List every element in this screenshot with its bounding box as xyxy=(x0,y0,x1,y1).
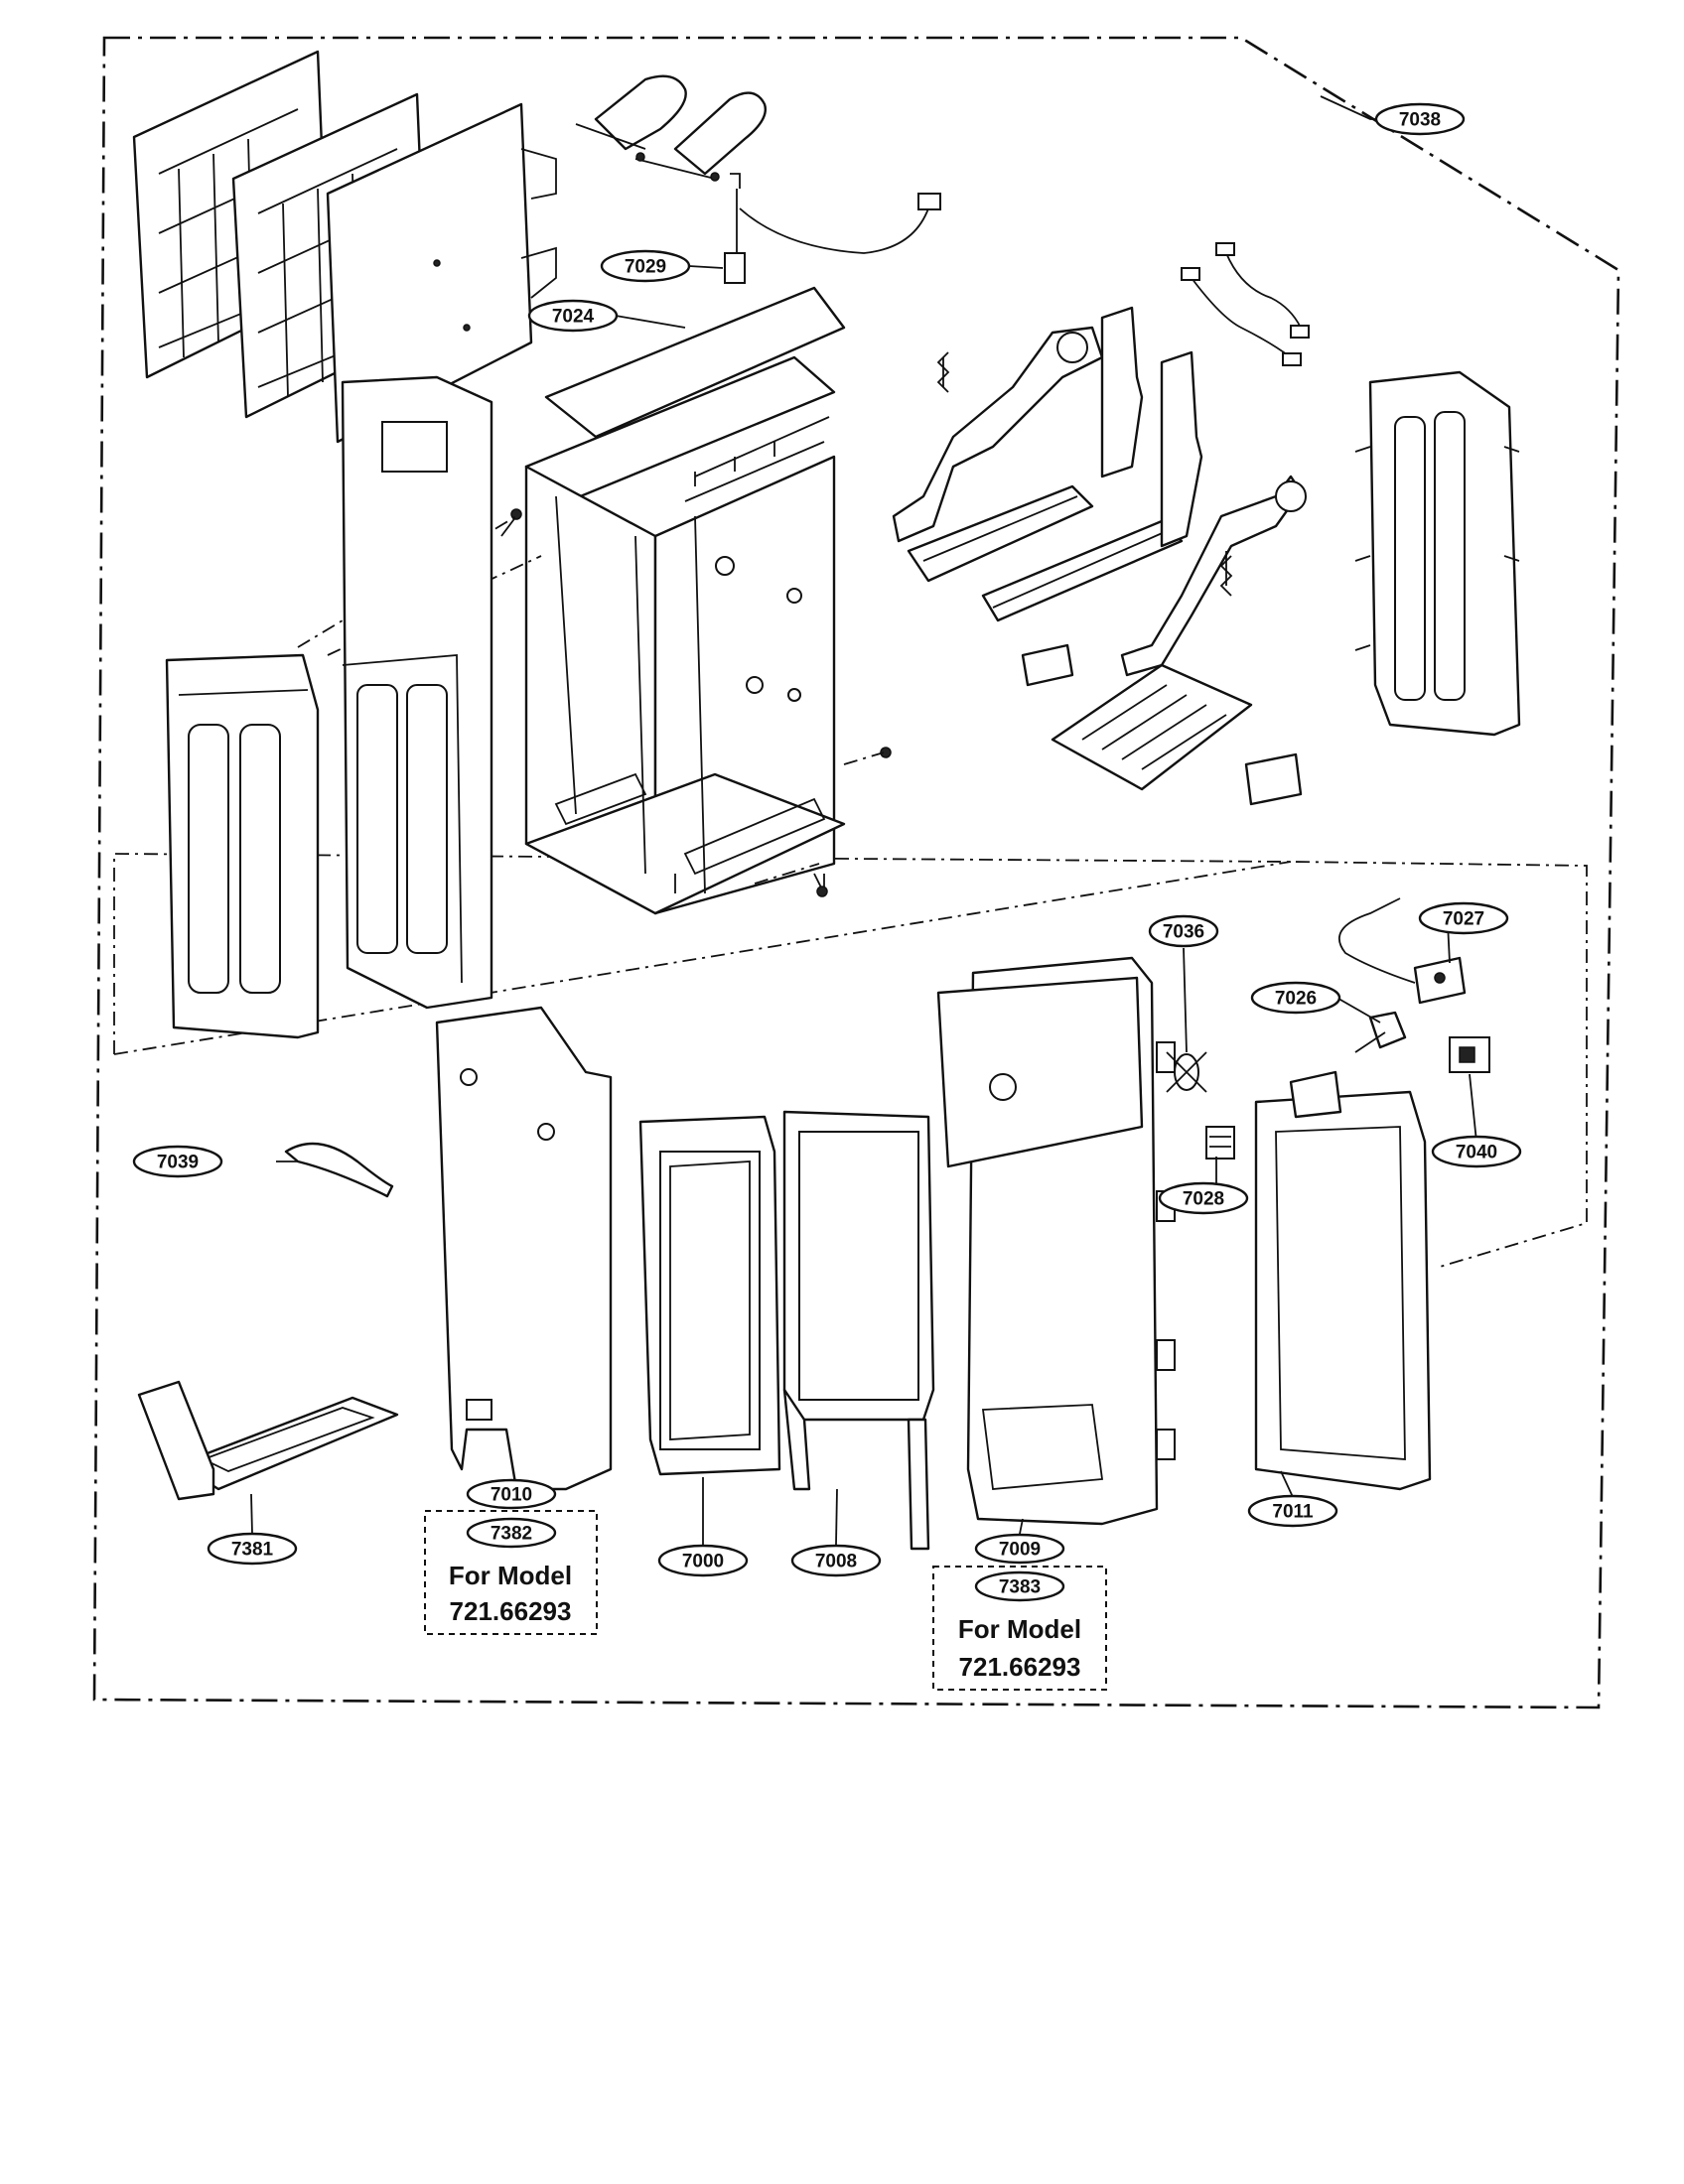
callout-7028: 7028 xyxy=(1158,1181,1249,1215)
model-note-right-line1: For Model xyxy=(958,1614,1081,1644)
switch-7028 xyxy=(1205,1126,1235,1160)
leader-lines xyxy=(250,95,1477,1546)
assembly-boundary xyxy=(92,36,1620,1709)
svg-text:7029: 7029 xyxy=(625,257,666,278)
svg-text:7382: 7382 xyxy=(491,1524,532,1545)
model-note-left-line1: For Model xyxy=(449,1561,572,1590)
svg-text:7026: 7026 xyxy=(1275,989,1317,1010)
side-bracket xyxy=(1354,370,1521,737)
wire-harness xyxy=(1181,242,1310,366)
svg-text:7008: 7008 xyxy=(815,1552,857,1572)
duct-cover xyxy=(341,375,493,1010)
front-duct-panel xyxy=(165,653,320,1039)
thermistor-wire-assembly xyxy=(724,173,941,284)
callout-7011: 7011 xyxy=(1247,1494,1338,1528)
callout-7381: 7381 xyxy=(207,1532,298,1566)
callout-7010: 7010 xyxy=(466,1478,557,1510)
svg-text:7040: 7040 xyxy=(1456,1143,1497,1163)
model-note-left: For Model 721.66293 xyxy=(424,1510,598,1635)
lamp-7036 xyxy=(1166,1051,1207,1093)
svg-text:7000: 7000 xyxy=(682,1552,724,1572)
callout-7029: 7029 xyxy=(600,249,691,283)
svg-text:7010: 7010 xyxy=(491,1485,532,1506)
handle-7039 xyxy=(284,1142,394,1198)
frame-7000 xyxy=(638,1115,781,1476)
svg-text:7024: 7024 xyxy=(552,307,595,328)
callout-7036: 7036 xyxy=(1148,914,1219,948)
dispenser-tray xyxy=(1021,643,1303,806)
switch-7040 xyxy=(1449,1036,1490,1073)
drip-tray-7381 xyxy=(137,1380,399,1501)
model-note-right: For Model 721.66293 xyxy=(932,1566,1107,1691)
sensor-7027 xyxy=(1337,897,1467,1005)
callout-7383: 7383 xyxy=(974,1570,1065,1602)
dispenser-arm-assembly xyxy=(892,306,1307,677)
svg-text:7383: 7383 xyxy=(999,1577,1041,1598)
callout-7008: 7008 xyxy=(790,1544,882,1577)
callout-7000: 7000 xyxy=(657,1544,749,1577)
callout-7009: 7009 xyxy=(974,1533,1065,1565)
svg-text:7039: 7039 xyxy=(157,1153,199,1173)
heater-loops xyxy=(575,74,767,182)
cabinet-frame xyxy=(500,286,892,915)
subassembly-divider xyxy=(113,861,1292,1055)
model-note-left-line2: 721.66293 xyxy=(450,1596,572,1626)
callout-7040: 7040 xyxy=(1431,1135,1522,1168)
housing-7009 xyxy=(936,956,1176,1526)
callout-7026: 7026 xyxy=(1250,981,1341,1015)
svg-text:7038: 7038 xyxy=(1399,110,1441,131)
callout-7382: 7382 xyxy=(466,1517,557,1549)
switch-7026 xyxy=(1354,1011,1407,1053)
housing-7011 xyxy=(1254,1070,1432,1491)
mounting-plate xyxy=(326,102,557,444)
svg-text:7036: 7036 xyxy=(1163,922,1204,943)
callout-7027: 7027 xyxy=(1418,901,1509,935)
callout-7024: 7024 xyxy=(527,299,619,333)
callout-7038: 7038 xyxy=(1374,102,1466,136)
svg-text:7381: 7381 xyxy=(231,1540,274,1561)
callout-7039: 7039 xyxy=(132,1145,223,1178)
frame-7008 xyxy=(782,1110,935,1551)
svg-text:7011: 7011 xyxy=(1272,1502,1314,1523)
svg-text:7028: 7028 xyxy=(1183,1189,1224,1210)
svg-text:7027: 7027 xyxy=(1443,909,1484,930)
subassembly-boundary xyxy=(113,853,1588,1268)
svg-text:7009: 7009 xyxy=(999,1540,1041,1561)
model-note-right-line2: 721.66293 xyxy=(959,1652,1081,1682)
dispenser-cover-7010 xyxy=(435,1006,613,1491)
